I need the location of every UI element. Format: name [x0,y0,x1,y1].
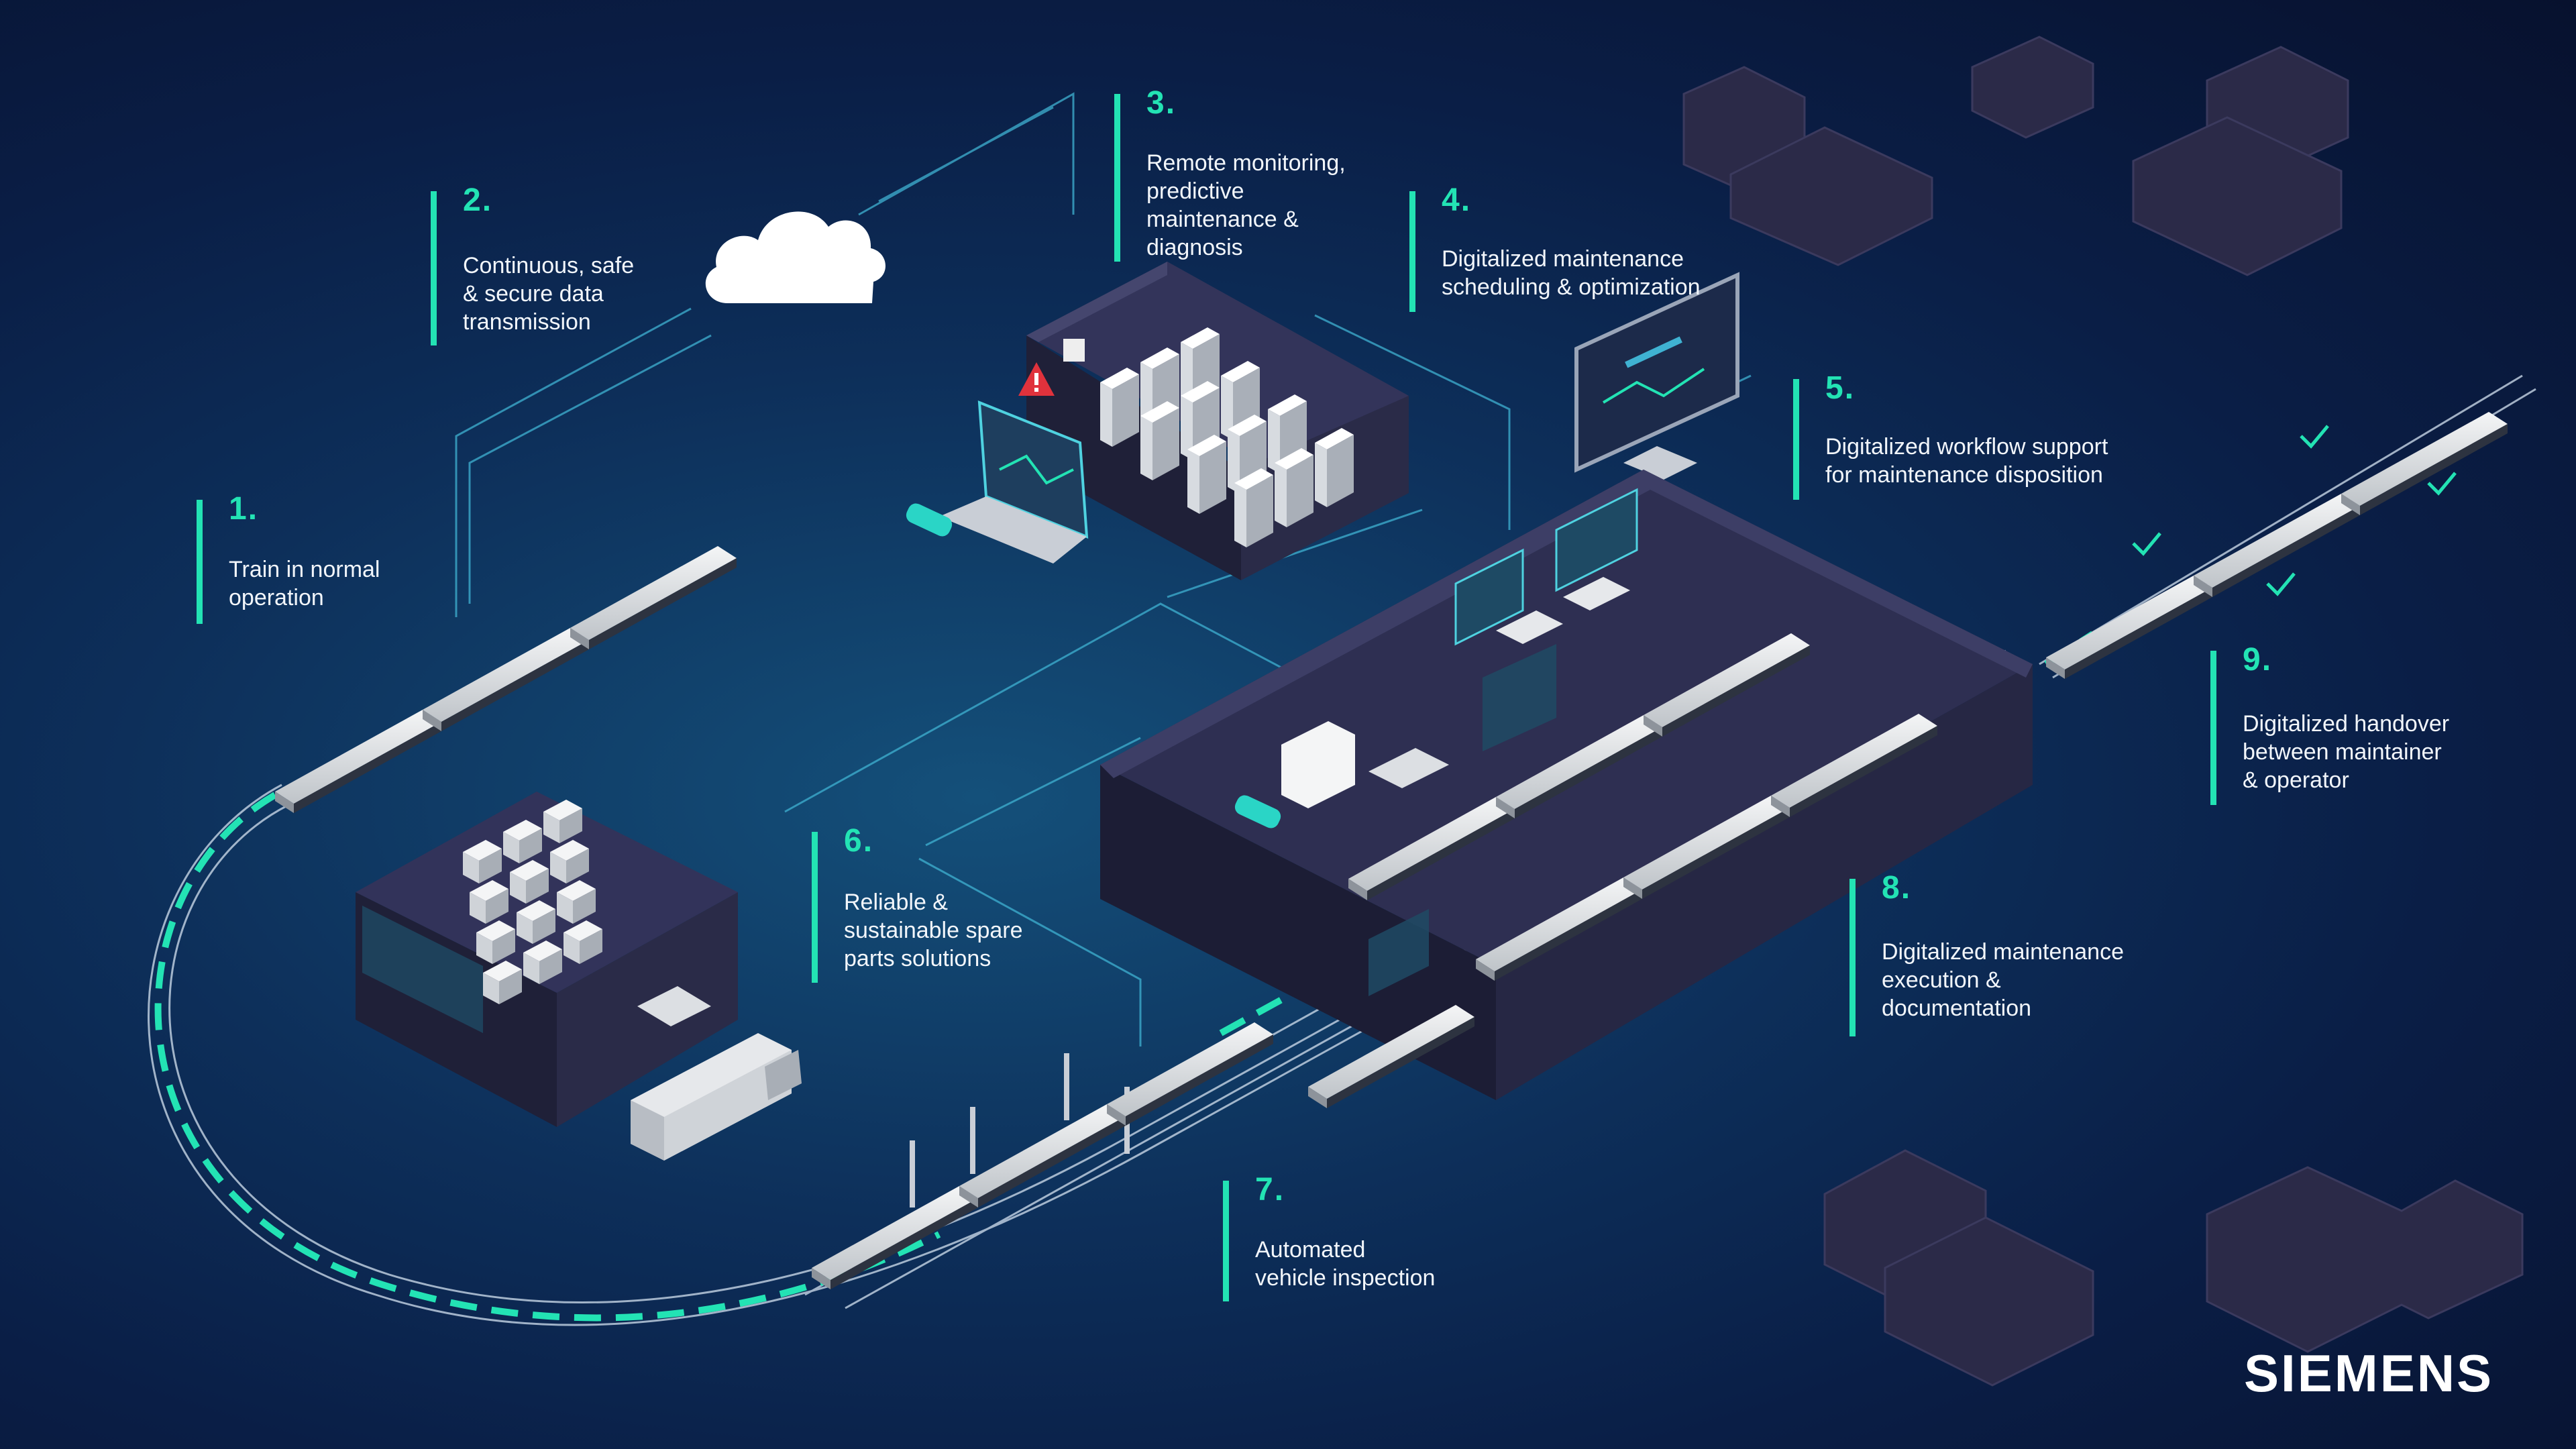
planning-monitor [1574,272,1739,480]
spare-parts-warehouse [356,792,738,1127]
step-8-line-3: documentation [1882,996,2032,1021]
step-2-line-3: transmission [463,309,591,335]
step-8-line-2: execution & [1882,967,2001,993]
train-handover [2046,412,2508,679]
step-2-bar [431,191,437,345]
warning-icon [1018,362,1055,396]
step-5-number: 5. [1825,370,1856,406]
step-2-number: 2. [463,182,493,218]
step-7-line-1: Automated [1255,1237,1366,1263]
step-6-bar [812,832,818,983]
step-3-line-3: maintenance & [1146,207,1299,232]
step-8-number: 8. [1882,870,1912,906]
step-4-line-1: Digitalized maintenance [1442,246,1684,272]
step-9-line-2: between maintainer [2243,739,2442,765]
step-9-number: 9. [2243,642,2273,678]
step-3-line-1: Remote monitoring, [1146,150,1346,176]
step-2-line-2: & secure data [463,281,604,307]
step-7-line-2: vehicle inspection [1255,1265,1436,1291]
step-2-line-1: Continuous, safe [463,253,635,278]
step-7-number: 7. [1255,1172,1285,1208]
step-5-bar [1793,379,1799,500]
step-3-line-4: diagnosis [1146,235,1243,260]
step-9-line-3: & operator [2243,767,2349,793]
step-9-line-1: Digitalized handover [2243,711,2450,737]
step-4-bar [1409,191,1415,312]
background-buildings [1682,36,2524,1387]
step-8-line-1: Digitalized maintenance [1882,939,2124,965]
step-1-bar [197,500,203,624]
step-4-line-2: scheduling & optimization [1442,274,1701,300]
step-9-bar [2210,651,2216,805]
step-8-bar [1849,879,1856,1036]
checkmark-icons [2132,425,2457,596]
step-6-line-3: parts solutions [844,946,991,971]
train-operation [275,546,737,813]
step-3-bar [1114,94,1120,262]
laptop-icon [906,400,1089,564]
truck-icon [631,1033,802,1161]
step-4-number: 4. [1442,182,1472,218]
step-1-number: 1. [229,491,259,527]
step-6-line-2: sustainable spare [844,918,1023,943]
step-3-number: 3. [1146,85,1177,121]
maintenance-depot [1100,470,2033,1100]
server-room [1026,262,1409,580]
step-5-line-2: for maintenance disposition [1825,462,2103,488]
train-inspection [812,1022,1273,1289]
step-6-number: 6. [844,823,874,859]
step-1-line-2: operation [229,585,324,610]
step-1-line-1: Train in normal [229,557,380,582]
siemens-logo: SIEMENS [2244,1344,2494,1403]
step-6-line-1: Reliable & [844,890,948,915]
step-3-line-2: predictive [1146,178,1244,204]
step-7-bar [1223,1181,1229,1301]
cloud-icon [705,211,885,303]
step-5-line-1: Digitalized workflow support [1825,434,2108,460]
